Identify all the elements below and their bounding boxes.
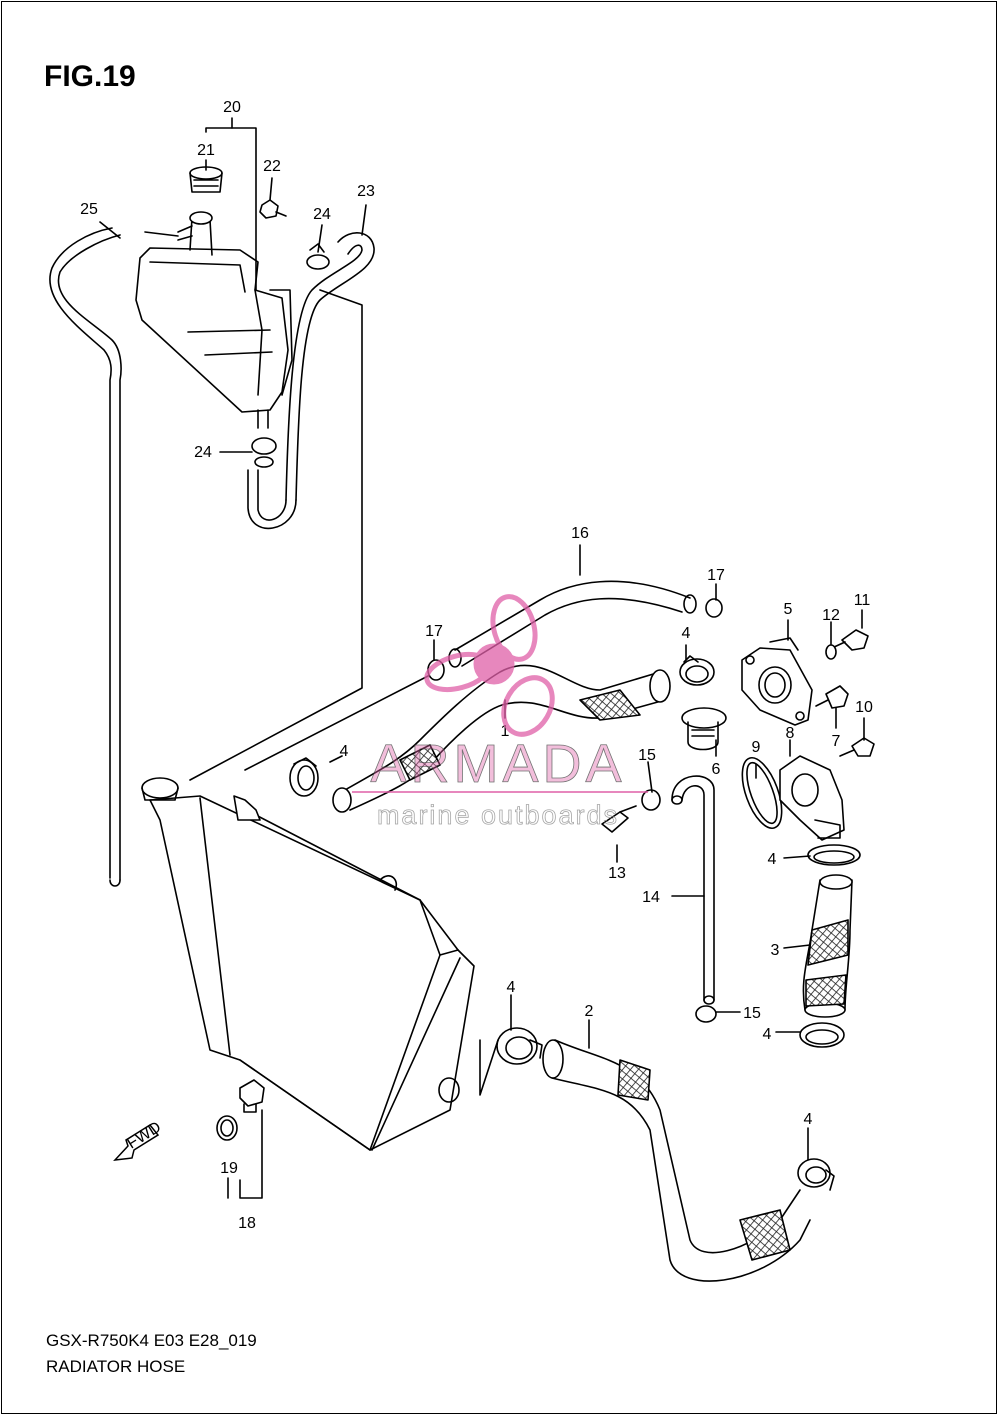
callout-22: 22 [263,158,281,175]
figure-name: RADIATOR HOSE [46,1357,186,1376]
housing-cover-8 [779,755,845,841]
callout-12: 12 [822,607,840,624]
propeller-logo-icon [424,594,555,737]
reservoir-cap [189,166,223,193]
fwd-arrow-icon: FWD [113,1119,164,1161]
callout-13: 13 [608,865,626,882]
washer-19 [216,1115,238,1141]
thermostat-housing [741,637,813,726]
callout-17-b: 17 [425,623,443,640]
watermark-brand: ARMADA [370,734,625,794]
callout-6: 6 [712,761,721,778]
callout-5: 5 [784,601,793,618]
clamp-4-f [797,1158,835,1191]
clamp-4-d [799,1022,845,1048]
watermark: ARMADA marine outboards [352,594,648,830]
callout-24-b: 24 [194,444,212,461]
clamp-4-c [807,844,861,866]
thermostat [681,707,727,751]
callout-15-a: 15 [638,747,656,764]
callout-4-a: 4 [682,625,691,642]
hose-3 [802,874,853,1018]
hose-2 [542,1039,811,1282]
reservoir-tank [135,211,293,429]
callout-11: 11 [854,592,871,609]
callout-4-b: 4 [340,743,349,760]
radiator-cap [141,777,179,801]
callout-9: 9 [752,739,761,756]
hose-23 [295,232,375,501]
hose-25 [57,234,122,881]
callouts: 1 2 3 4 4 4 4 4 5 6 7 8 9 10 11 12 13 14… [80,99,873,1232]
washer-12 [825,644,837,660]
bolt-10 [839,737,875,757]
watermark-tagline: marine outboards [377,800,619,830]
callout-19: 19 [220,1160,238,1177]
hose-16 [454,580,691,651]
callout-16: 16 [571,525,589,542]
callout-4-c: 4 [768,851,777,868]
bolt-7 [815,685,849,709]
callout-7: 7 [832,733,841,750]
figure-title: FIG.19 [44,60,136,93]
callout-2: 2 [585,1003,594,1020]
radiator [149,795,475,1151]
callout-4-f: 4 [804,1111,813,1128]
callout-18: 18 [238,1215,256,1232]
clamp-4-a [289,757,319,797]
clamp-4-b [679,655,715,686]
callout-8: 8 [786,725,795,742]
callout-15-b: 15 [743,1005,761,1022]
o-ring-9 [741,757,783,829]
temp-sensor-18 [239,1079,265,1113]
clamp-4-e [496,1027,543,1065]
callout-21: 21 [197,142,215,159]
bolt-22 [259,199,287,219]
fwd-badge: FWD [124,1119,164,1153]
callout-25: 25 [80,201,98,218]
callout-17-a: 17 [707,567,725,584]
hose-14 [671,775,715,1005]
callout-24-a: 24 [313,206,331,223]
callout-4-d: 4 [507,979,516,996]
callout-3: 3 [771,942,780,959]
fitting-13 [601,805,637,833]
callout-10: 10 [855,699,873,716]
callout-1: 1 [501,723,510,740]
callout-4-e: 4 [763,1026,772,1043]
callout-14: 14 [642,889,660,906]
clamp-24-upper [306,243,330,270]
callout-20: 20 [223,99,241,116]
bolt-11 [831,629,869,651]
clamp-17-right [705,598,723,618]
figure-code: GSX-R750K4 E03 E28_019 [46,1331,257,1350]
hose-1 [332,664,671,813]
clamp-15-lower [695,1005,717,1023]
clamp-24-lower [251,437,277,468]
callout-23: 23 [357,183,375,200]
